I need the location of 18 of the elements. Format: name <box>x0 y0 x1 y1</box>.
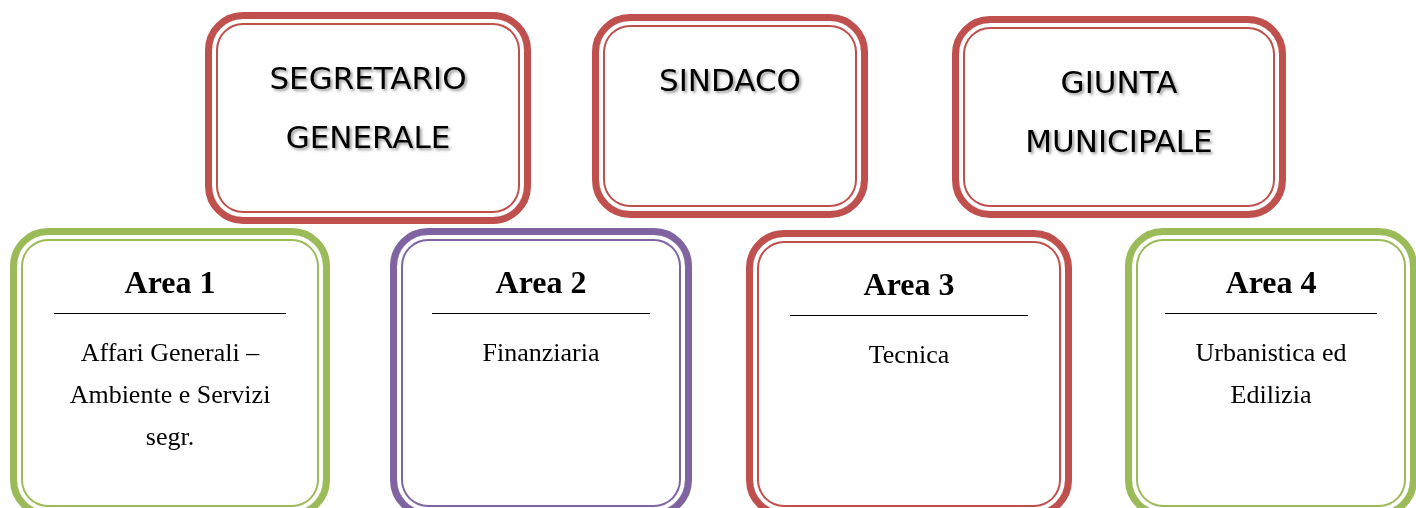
area-description: Tecnica <box>867 339 951 372</box>
area-box <box>10 228 330 508</box>
role-title: SINDACO <box>657 61 802 100</box>
role-box <box>952 16 1286 218</box>
area-heading: Area 1 <box>124 263 216 302</box>
role-box <box>592 14 868 218</box>
area-description: Affari Generali – Ambiente e Servizi segr. <box>68 337 272 453</box>
role-title: GIUNTA MUNICIPALE <box>1024 63 1214 161</box>
area-heading: Area 3 <box>863 265 955 304</box>
area-heading: Area 2 <box>495 263 587 302</box>
area-box <box>390 228 692 508</box>
area-heading: Area 4 <box>1225 263 1317 302</box>
area-box <box>1125 228 1416 508</box>
role-title: SEGRETARIO GENERALE <box>268 59 468 157</box>
area-box <box>746 230 1072 508</box>
area-description: Finanziaria <box>481 337 601 370</box>
area-description: Urbanistica ed Edilizia <box>1194 337 1348 411</box>
role-box <box>205 12 531 224</box>
